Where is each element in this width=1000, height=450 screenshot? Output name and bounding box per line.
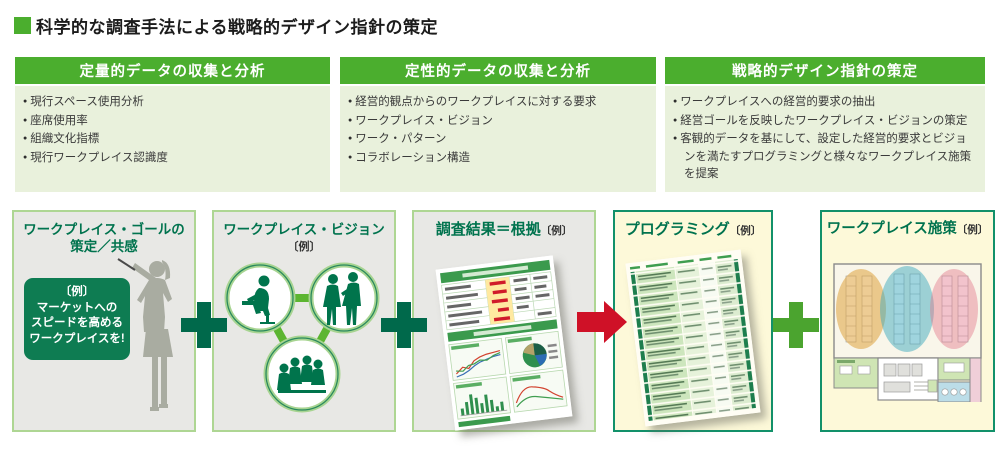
flow-box-title-line1: ワークプレイス・ゴールの [23,222,185,237]
bullet-item: コラボレーション構造 [348,149,648,168]
column-panel: ワークプレイスへの経営的要求の抽出 経営ゴールを反映したワークプレイス・ビジョン… [665,86,985,192]
column-panel: 現行スペース使用分析 座席使用率 組織文化指標 現行ワークプレイス認識度 [15,86,330,192]
flow-box-title: ワークプレイス・ゴールの 策定／共感 [14,221,194,255]
board-line1: マーケットへの [36,301,118,314]
plus-icon [773,302,819,348]
column-qualitative-data: 定性的データの収集と分析 経営的観点からのワークプレイスに対する要求 ワークプレ… [340,57,656,192]
bullet-item: ワークプレイス・ビジョン [348,112,648,131]
meeting-icon [277,355,326,393]
column-panel: 経営的観点からのワークプレイスに対する要求 ワークプレイス・ビジョン ワーク・パ… [340,86,656,192]
plus-icon [381,302,427,348]
board-line2: スピードを高める [31,317,123,329]
example-tag: 〔例〕 [540,225,573,237]
arrow-right-icon [577,301,627,343]
programming-table-icon [625,249,761,427]
column-header: 定性的データの収集と分析 [340,57,656,84]
flow-box-title: ワークプレイス施策〔例〕 [822,221,993,239]
flow-box-title-text: ワークプレイス・ビジョン [223,222,385,237]
report-document-icon [435,255,573,431]
bullet-item: 組織文化指標 [23,130,322,149]
column-quantitative-data: 定量的データの収集と分析 現行スペース使用分析 座席使用率 組織文化指標 現行ワ… [15,57,330,192]
column-strategic-design: 戦略的デザイン指針の策定 ワークプレイスへの経営的要求の抽出 経営ゴールを反映し… [665,57,985,192]
flow-box-workplace-goal: ワークプレイス・ゴールの 策定／共感 〔例〕 マーケットへの スピードを高める … [12,210,196,432]
plus-icon [181,302,227,348]
flow-box-title: 調査結果＝根拠〔例〕 [414,221,594,240]
example-tag: 〔例〕 [287,241,321,253]
desk-work-icon [242,275,275,324]
flow-box-workplace-measures: ワークプレイス施策〔例〕 [820,210,995,432]
flow-box-title-text: 調査結果＝根拠 [435,221,541,238]
bullet-item: 経営的観点からのワークプレイスに対する要求 [348,93,648,112]
board-line3: ワークプレイスを! [29,332,125,345]
flow-box-title: プログラミング〔例〕 [615,221,771,240]
floor-plan-icon [832,262,983,407]
flow-box-programming: プログラミング〔例〕 [613,210,773,432]
page-title-row: 科学的な調査手法による戦略的デザイン指針の策定 [14,13,438,38]
bullet-item: ワーク・パターン [348,130,648,149]
bullet-item: 現行スペース使用分析 [23,93,322,112]
flow-box-title-text: プログラミング [624,221,730,238]
presenter-silhouette-icon [117,258,173,411]
green-square-icon [14,17,31,34]
bullet-item: 現行ワークプレイス認識度 [23,149,322,168]
bullet-item: 経営ゴールを反映したワークプレイス・ビジョンの策定 [673,112,977,131]
column-header: 戦略的デザイン指針の策定 [665,57,985,84]
flow-box-title: ワークプレイス・ビジョン 〔例〕 [214,221,394,256]
column-header: 定量的データの収集と分析 [15,57,330,84]
bullet-item: 客観的データを基にして、設定した経営的要求とビジョンを満たすプログラミングと様々… [673,130,977,184]
board-example-tag: 〔例〕 [59,286,95,298]
flow-box-survey-results: 調査結果＝根拠〔例〕 [412,210,596,432]
flow-box-title-text: ワークプレイス施策 [826,221,957,237]
example-tag: 〔例〕 [729,225,762,237]
vision-circles-icon [224,262,380,413]
flow-box-title-line2: 策定／共感 [70,239,138,254]
example-board: 〔例〕 マーケットへの スピードを高める ワークプレイスを! [24,278,130,360]
bullet-item: ワークプレイスへの経営的要求の抽出 [673,93,977,112]
pointer-stick-icon [117,258,136,271]
bullet-item: 座席使用率 [23,112,322,131]
discussion-icon [323,272,361,325]
page-title: 科学的な調査手法による戦略的デザイン指針の策定 [36,18,438,37]
flow-box-workplace-vision: ワークプレイス・ビジョン 〔例〕 [212,210,396,432]
example-tag: 〔例〕 [956,224,989,236]
